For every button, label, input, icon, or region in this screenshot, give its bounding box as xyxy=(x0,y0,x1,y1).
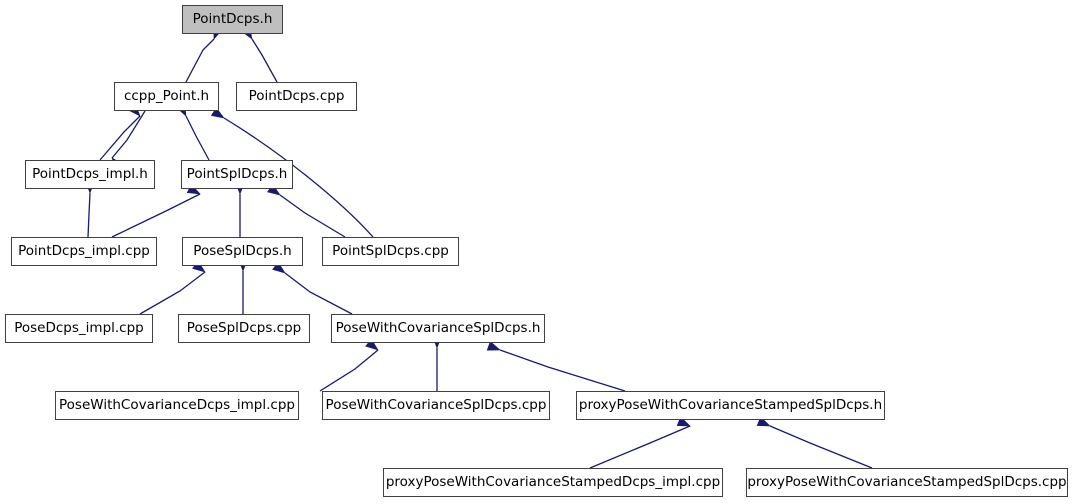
graph-node-label: proxyPoseWithCovarianceStampedSplDcps.h xyxy=(578,396,883,413)
graph-edge xyxy=(99,103,141,161)
graph-node-PointSplDcps_h[interactable]: PointSplDcps.h xyxy=(181,160,293,189)
graph-node-label: ccpp_Point.h xyxy=(123,87,210,104)
graph-node-label: PointDcps.cpp xyxy=(248,87,345,104)
graph-edge xyxy=(272,261,353,315)
graph-node-proxyPoseWithCovarianceStampedSplDcps_cpp[interactable]: proxyPoseWithCovarianceStampedSplDcps.cp… xyxy=(746,468,1068,497)
graph-edge xyxy=(241,25,278,83)
graph-edge xyxy=(139,260,206,315)
graph-edge xyxy=(237,258,249,314)
graph-node-PointDcps_impl_cpp[interactable]: PointDcps_impl.cpp xyxy=(11,237,157,266)
graph-node-PoseSplDcps_h[interactable]: PoseSplDcps.h xyxy=(182,237,303,266)
graph-node-label: PointDcps_impl.h xyxy=(32,165,148,182)
graph-node-label: PointSplDcps.h xyxy=(186,165,288,182)
graph-edge xyxy=(234,181,246,237)
graph-node-PointDcps_h[interactable]: PointDcps.h xyxy=(182,5,283,34)
graph-node-label: PointDcps_impl.cpp xyxy=(18,242,150,259)
graph-node-PoseSplDcps_cpp[interactable]: PoseSplDcps.cpp xyxy=(178,314,310,343)
graph-edge xyxy=(210,107,374,238)
graph-edge xyxy=(175,102,210,161)
graph-node-label: proxyPoseWithCovarianceStampedDcps_impl.… xyxy=(385,473,721,490)
graph-edge xyxy=(84,180,96,238)
graph-node-PoseDcps_impl_cpp[interactable]: PoseDcps_impl.cpp xyxy=(5,314,153,343)
graph-node-PoseWithCovarianceSplDcps_h[interactable]: PoseWithCovarianceSplDcps.h xyxy=(331,314,545,343)
graph-node-label: PoseWithCovarianceSplDcps.cpp xyxy=(325,396,547,413)
graph-node-PointDcps_cpp[interactable]: PointDcps.cpp xyxy=(236,82,357,111)
graph-node-PoseWithCovarianceSplDcps_cpp[interactable]: PoseWithCovarianceSplDcps.cpp xyxy=(322,391,550,420)
graph-node-label: PointSplDcps.cpp xyxy=(332,242,449,259)
graph-node-label: PoseWithCovarianceSplDcps.h xyxy=(335,319,541,336)
graph-node-ccpp_Point_h[interactable]: ccpp_Point.h xyxy=(114,82,219,111)
graph-edge xyxy=(756,416,873,469)
graph-node-label: proxyPoseWithCovarianceStampedSplDcps.cp… xyxy=(747,473,1067,490)
graph-edge xyxy=(111,183,201,238)
graph-node-label: PoseSplDcps.cpp xyxy=(186,319,302,336)
graph-node-label: PoseWithCovarianceDcps_impl.cpp xyxy=(59,396,295,413)
arrow-head-icon xyxy=(486,341,501,351)
graph-edge xyxy=(431,335,443,391)
graph-node-proxyPoseWithCovarianceStampedDcps_impl_cpp[interactable]: proxyPoseWithCovarianceStampedDcps_impl.… xyxy=(383,468,723,497)
graph-edge xyxy=(267,183,346,238)
graph-node-PointDcps_impl_h[interactable]: PointDcps_impl.h xyxy=(25,160,155,189)
graph-edge xyxy=(319,338,379,392)
graph-node-PoseWithCovarianceDcps_impl_cpp[interactable]: PoseWithCovarianceDcps_impl.cpp xyxy=(55,391,299,420)
arrow-head-icon xyxy=(210,107,225,119)
graph-node-label: PoseSplDcps.h xyxy=(193,242,292,259)
graph-edge xyxy=(185,25,223,83)
graph-node-label: PoseDcps_impl.cpp xyxy=(14,319,144,336)
graph-edge xyxy=(486,341,626,392)
graph-node-proxyPoseWithCovarianceStampedSplDcps_h[interactable]: proxyPoseWithCovarianceStampedSplDcps.h xyxy=(576,391,885,420)
graph-edge xyxy=(589,416,691,469)
graph-node-PointSplDcps_cpp[interactable]: PointSplDcps.cpp xyxy=(322,237,459,266)
graph-node-label: PointDcps.h xyxy=(192,10,273,27)
